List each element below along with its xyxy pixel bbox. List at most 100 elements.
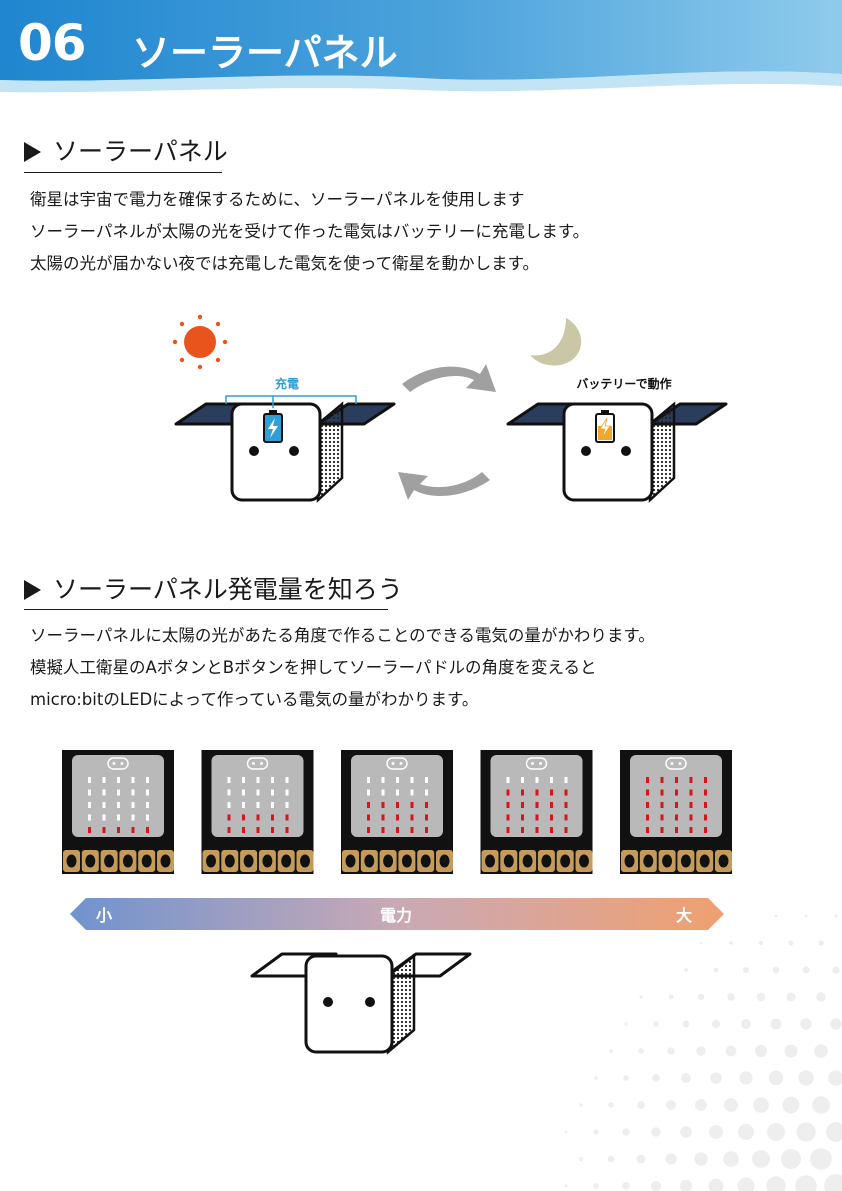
edge-pin-hole (141, 854, 152, 868)
led-off (550, 777, 553, 783)
satellite-charging: 充電 (174, 376, 396, 503)
led-lit (646, 802, 649, 808)
decorative-dot (622, 1182, 630, 1190)
led-off (271, 777, 274, 783)
charge-cycle-diagram: 充電 バッテリーで動作 (172, 314, 728, 503)
microbit-board (480, 750, 593, 874)
led-off (285, 777, 289, 783)
edge-pin-hole (104, 854, 115, 868)
board-screen (490, 755, 583, 837)
led-lit (550, 789, 553, 796)
led-off (396, 777, 399, 783)
led-off (117, 802, 120, 808)
edge-pin-hole (401, 854, 412, 868)
decorative-dot (834, 914, 838, 918)
logo-dot (252, 762, 255, 765)
led-lit (660, 802, 664, 808)
led-lit (381, 827, 385, 833)
decorative-dot (609, 1049, 613, 1053)
decorative-dot (782, 1096, 800, 1114)
led-lit (550, 814, 553, 821)
triangle-bullet-icon (24, 580, 41, 600)
paragraph-line: 太陽の光が届かない夜では充電した電気を使って衛星を動かします。 (30, 254, 540, 273)
decorative-dot (636, 1154, 646, 1164)
led-off (88, 777, 91, 783)
decorative-dot (752, 1150, 770, 1168)
edge-pin-hole (206, 854, 216, 868)
led-off (88, 814, 91, 821)
decorative-dot (824, 1174, 842, 1191)
led-off (131, 789, 135, 796)
power-label: 電力 (380, 906, 412, 925)
decorative-dot (812, 1096, 830, 1114)
led-off (102, 777, 106, 783)
decorative-dot (725, 1045, 737, 1057)
led-off (285, 789, 289, 796)
power-scale: 小 電力 大 (70, 898, 724, 930)
decorative-dot (697, 993, 705, 1001)
decorative-dot (770, 1018, 782, 1030)
led-off (271, 789, 274, 796)
paragraph-line: ソーラーパネルが太陽の光を受けて作った電気はバッテリーに充電します。 (30, 222, 590, 241)
cycle-arrow-left-icon (398, 472, 490, 500)
decorative-dot (667, 1047, 675, 1055)
led-lit (146, 827, 149, 833)
edge-pin-hole (662, 854, 673, 868)
led-off (564, 777, 568, 783)
led-off (396, 789, 399, 796)
led-lit (285, 827, 289, 833)
edge-pin-hole (364, 854, 375, 868)
led-off (367, 777, 370, 783)
decorative-dot (804, 914, 808, 918)
decorative-dot (694, 1152, 708, 1166)
edge-pin-hole (680, 854, 691, 868)
edge-pin-hole (224, 854, 235, 868)
decorative-dot (814, 1044, 828, 1058)
decorative-dot (696, 1046, 706, 1056)
led-off (227, 789, 231, 796)
led-off (131, 802, 135, 808)
battery-operation-label: バッテリーで動作 (576, 376, 671, 391)
led-lit (256, 827, 260, 833)
decorative-dot (816, 992, 826, 1002)
paragraph-line: 衛星は宇宙で電力を確保するために、ソーラーパネルを使用します (30, 190, 525, 209)
led-lit (381, 802, 385, 808)
decorative-dot (739, 1071, 753, 1085)
decorative-dot (708, 1178, 724, 1191)
decorative-dot (743, 967, 749, 973)
decorative-dot (699, 941, 703, 945)
led-lit (367, 802, 370, 808)
led-lit (410, 814, 414, 821)
led-off (506, 777, 510, 783)
led-off (410, 777, 414, 783)
board-screen (630, 755, 722, 837)
decorative-dot (754, 1044, 768, 1058)
led-lit (646, 777, 649, 783)
decorative-dot (788, 940, 794, 946)
microbit-led-boards (62, 750, 732, 874)
logo-dot (678, 762, 682, 765)
edge-pin-hole (624, 854, 635, 868)
led-lit (381, 814, 385, 821)
decorative-dot (665, 1153, 677, 1165)
decorative-dot (741, 1019, 751, 1029)
led-off (535, 777, 539, 783)
led-lit (506, 827, 510, 833)
led-lit (506, 814, 510, 821)
led-lit (367, 827, 370, 833)
led-off (410, 789, 414, 796)
led-off (227, 802, 231, 808)
heading-underline (24, 172, 222, 173)
logo-dot (112, 762, 116, 765)
edge-pin-hole (643, 854, 654, 868)
led-lit (425, 827, 428, 833)
edge-pin-hole (85, 854, 96, 868)
decorative-dot (652, 1074, 660, 1082)
paragraph-line: micro:bitのLEDによって作っている電気の量がわかります。 (30, 690, 479, 709)
decorative-dot (695, 1099, 707, 1111)
led-lit (704, 789, 707, 796)
led-lit (646, 789, 649, 796)
board-screen (211, 755, 304, 837)
edge-pin-hole (262, 854, 273, 868)
led-lit (689, 827, 693, 833)
